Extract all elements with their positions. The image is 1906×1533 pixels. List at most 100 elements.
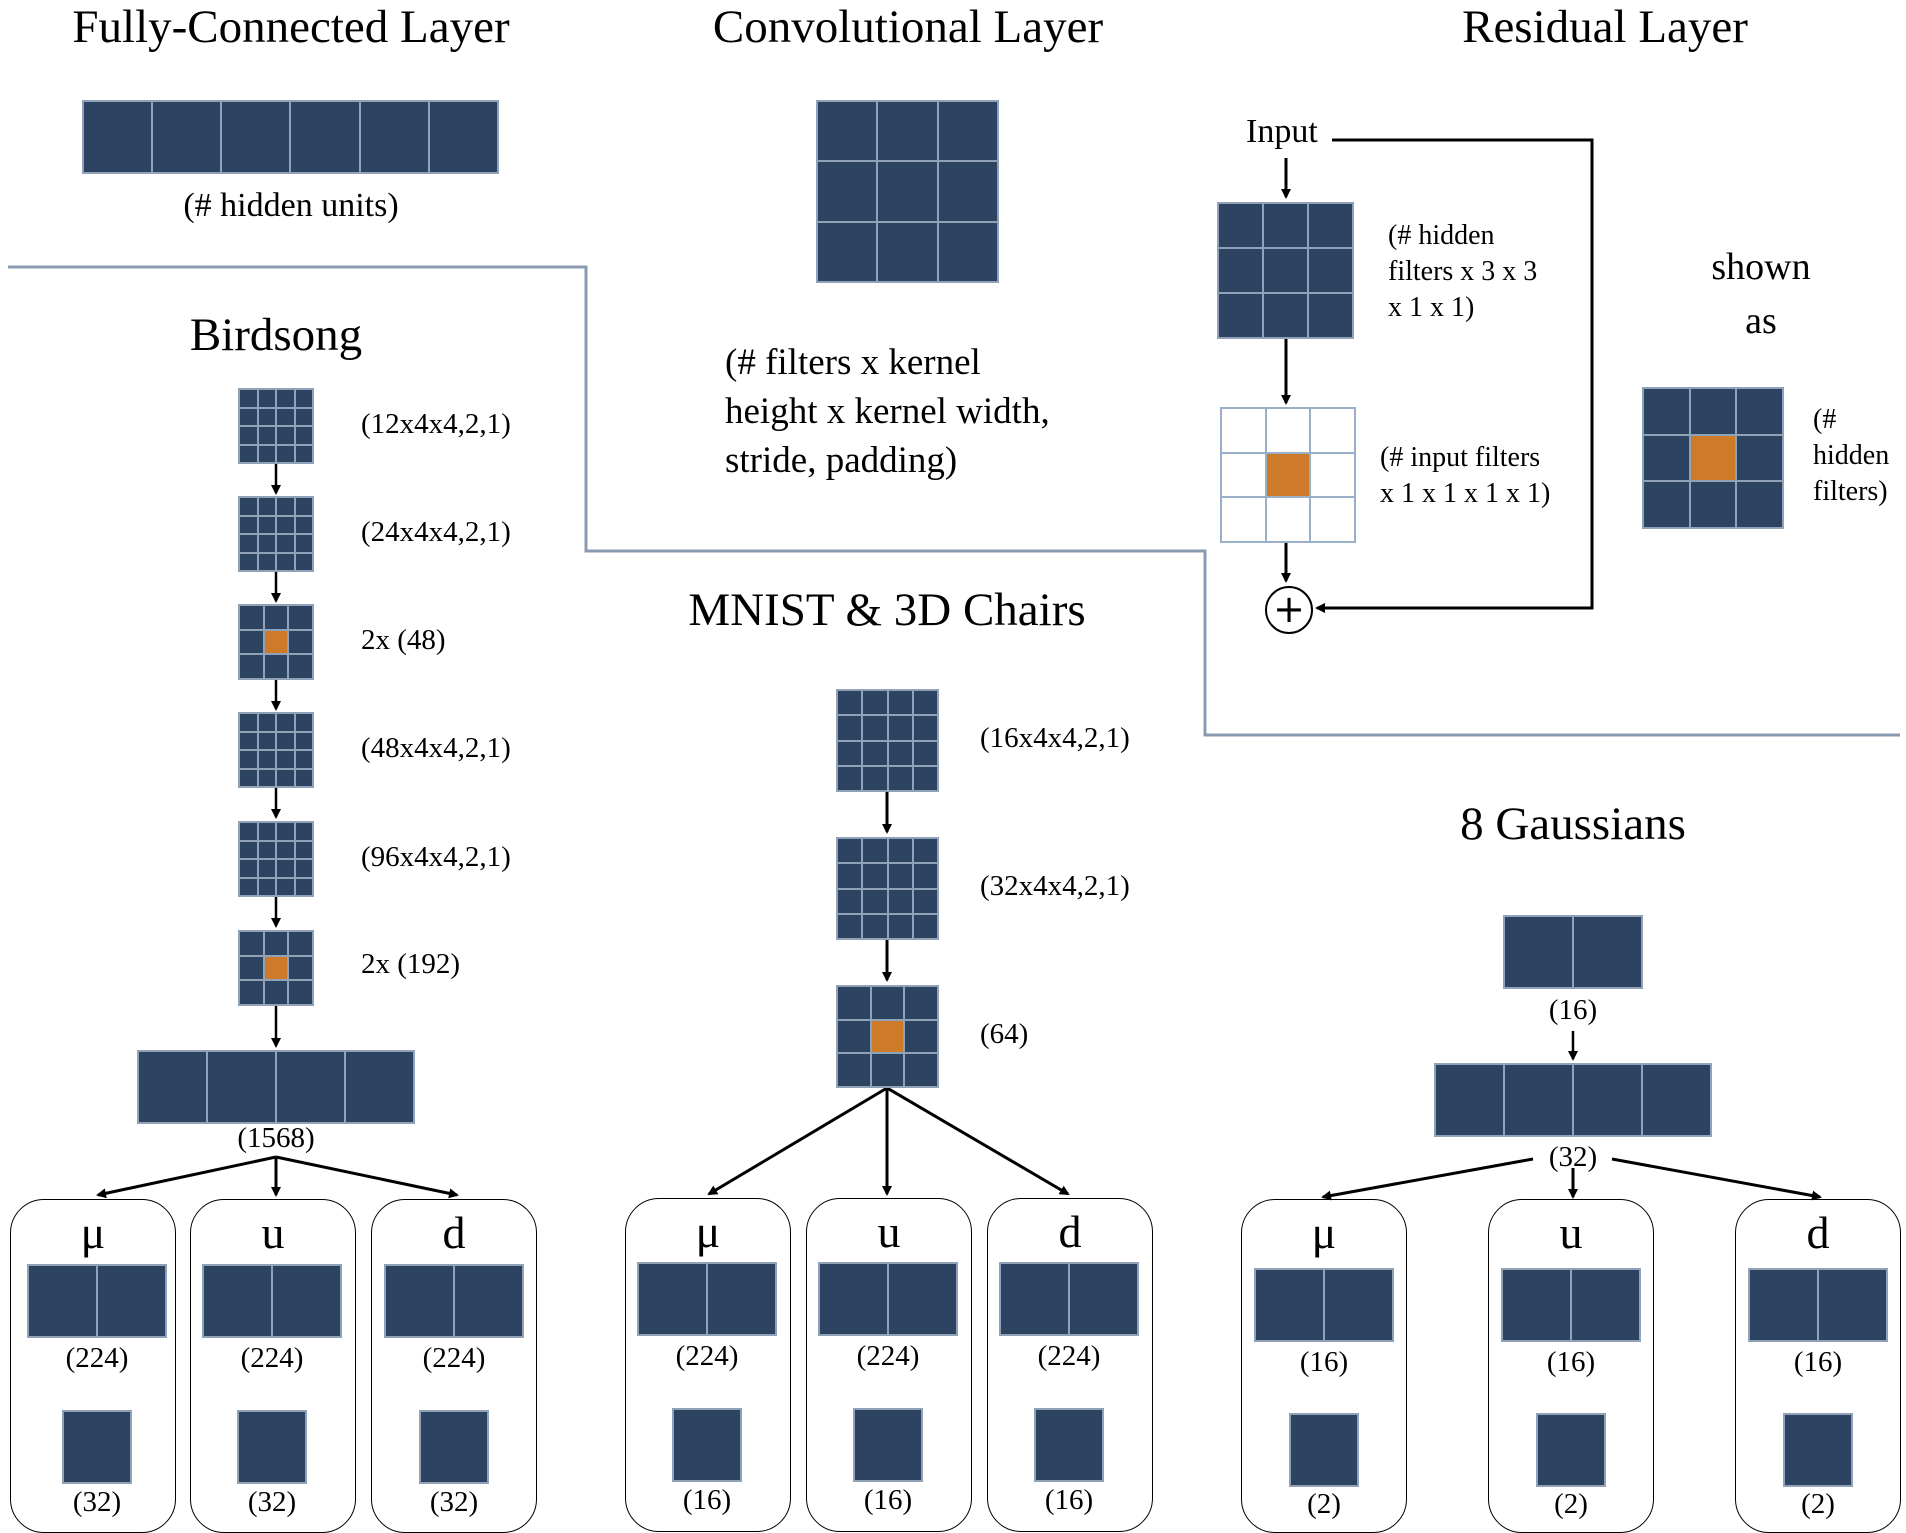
grid-cell (257, 859, 276, 878)
grid-cell (1736, 434, 1783, 482)
conv-legend-caption: (# filters x kernel height x kernel widt… (725, 338, 1050, 485)
grid-cell-highlight (1689, 434, 1737, 482)
grid-cell (912, 765, 938, 791)
grid-cell (1643, 481, 1690, 528)
grid-cell (837, 913, 863, 939)
birdsong-layer-label: (48x4x4,2,1) (361, 732, 511, 764)
grid-cell (1218, 203, 1263, 248)
gaussians-fc1-label: (16) (1548, 994, 1598, 1026)
mnist-conv-layer-1 (836, 689, 939, 792)
grid-cell (862, 888, 888, 914)
grid-cell (428, 101, 498, 173)
grid-cell (385, 1265, 454, 1337)
head-out-block (1536, 1413, 1606, 1487)
residual-conv2-line: (# input filters (1380, 442, 1541, 473)
grid-cell (862, 913, 888, 939)
birdsong-layer-label: (96x4x4,2,1) (361, 841, 511, 873)
head-out-label: (32) (72, 1486, 122, 1518)
head-fc-block (1748, 1268, 1888, 1342)
grid-cell (239, 980, 264, 1005)
grid-cell (257, 768, 276, 787)
birdsong-fc-label: (1568) (237, 1122, 315, 1154)
birdsong-layer-label: (24x4x4,2,1) (361, 516, 511, 548)
grid-cell (1310, 452, 1355, 498)
grid-cell (1818, 1269, 1887, 1341)
grid-cell (1263, 203, 1308, 248)
shown-as-line: shown (1711, 246, 1811, 288)
grid-cell (294, 713, 313, 732)
residual-input-label: Input (1246, 113, 1318, 150)
birdsong-conv-layer-4 (238, 821, 314, 897)
gaussians-arrow (1611, 1157, 1822, 1201)
grid-cell (1324, 1269, 1393, 1341)
grid-cell (1265, 497, 1311, 542)
gaussians-title: 8 Gaussians (1460, 798, 1686, 850)
grid-cell (817, 221, 878, 282)
head-out-label: (2) (1801, 1488, 1835, 1520)
grid-cell (276, 877, 295, 896)
grid-cell (239, 931, 264, 956)
grid-cell (239, 840, 258, 859)
grid-cell (239, 497, 258, 516)
birdsong-fc-layer (137, 1050, 415, 1124)
residual-conv1-line: x 1 x 1) (1388, 292, 1475, 323)
residual-conv1-line: (# hidden (1388, 220, 1495, 251)
birdsong-conv-layer-1 (238, 388, 314, 464)
residual-icon-block (1642, 387, 1784, 529)
head-symbol: μ (80, 1207, 106, 1258)
head-symbol: u (1559, 1207, 1583, 1258)
grid-cell (707, 1263, 776, 1335)
conv-legend-title: Convolutional Layer (712, 1, 1104, 53)
birdsong-conv-layer-2 (238, 496, 314, 572)
shown-as-line: as (1745, 300, 1777, 342)
head-out-label: (16) (682, 1484, 732, 1516)
grid-cell (912, 863, 938, 889)
residual-conv2-caption: (# input filters x 1 x 1 x 1 x 1) (1380, 440, 1550, 512)
grid-cell (294, 552, 313, 571)
grid-cell (1069, 1263, 1138, 1335)
conv-caption-line: height x kernel width, (725, 391, 1050, 432)
grid-cell (1642, 1064, 1711, 1136)
grid-cell (1290, 1414, 1358, 1486)
head-out-label: (2) (1554, 1488, 1588, 1520)
grid-cell (239, 877, 258, 896)
grid-cell (276, 497, 295, 516)
fc-legend-title: Fully-Connected Layer (72, 1, 510, 53)
head-fc-label: (224) (1037, 1340, 1101, 1372)
grid-cell (83, 101, 153, 173)
grid-cell (138, 1051, 207, 1123)
grid-cell (837, 888, 863, 914)
grid-cell (345, 1051, 414, 1123)
grid-cell (288, 605, 313, 630)
grid-cell (288, 931, 313, 956)
grid-cell (887, 888, 913, 914)
head-fc-label: (224) (65, 1342, 129, 1374)
grid-cell (263, 654, 289, 679)
grid-cell (638, 1263, 707, 1335)
grid-cell (294, 731, 313, 750)
birdsong-arrow (275, 1155, 459, 1199)
grid-cell (904, 1053, 938, 1087)
grid-cell (257, 497, 276, 516)
head-out-block (62, 1410, 132, 1484)
grid-cell (276, 552, 295, 571)
grid-cell-highlight (1265, 452, 1311, 498)
grid-cell (877, 221, 938, 282)
grid-cell (294, 389, 313, 408)
grid-cell (276, 768, 295, 787)
grid-cell (294, 426, 313, 445)
grid-cell (1263, 293, 1308, 338)
grid-cell (887, 715, 913, 741)
residual-legend-title: Residual Layer (1462, 1, 1748, 53)
head-symbol: μ (1311, 1207, 1337, 1258)
grid-cell (294, 497, 313, 516)
mnist-residual-layer (836, 985, 939, 1088)
grid-cell (276, 1051, 345, 1123)
grid-cell (877, 101, 938, 162)
grid-cell (288, 980, 313, 1005)
grid-cell (276, 750, 295, 769)
grid-cell (203, 1265, 272, 1337)
grid-cell (276, 534, 295, 553)
grid-cell (294, 840, 313, 859)
